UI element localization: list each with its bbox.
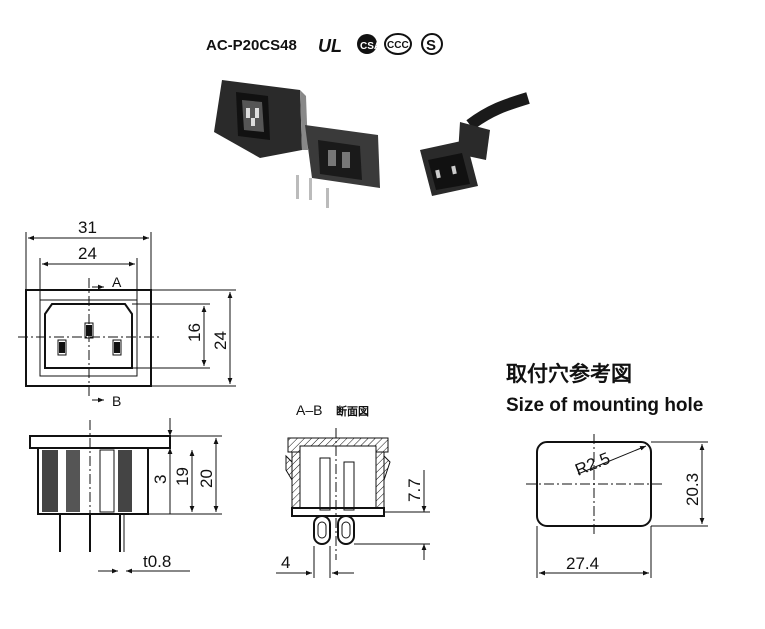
pin-right [112, 339, 122, 356]
dim-overall-width: 31 [78, 218, 97, 237]
header: AC-P20CS48 UL CSA CCC S [206, 33, 443, 56]
dim-radius: R2.5 [572, 449, 612, 480]
dim-width: 27.4 [566, 554, 599, 573]
dim-overall-height: 24 [211, 331, 230, 350]
dim-depth: 7.7 [405, 478, 424, 502]
mounting-title-cjk: 取付穴参考図 [506, 362, 632, 386]
svg-text:CSA: CSA [360, 41, 381, 52]
dim-height: 20.3 [683, 473, 702, 506]
s-mark-icon: S [421, 33, 443, 55]
front-view: 31 24 A B 16 24 [18, 218, 236, 409]
section-view: A–B 断面図 7.7 4 [276, 402, 430, 578]
photo-inlet-front [214, 80, 308, 158]
dim-bottom: 4 [281, 553, 290, 572]
dim-total: 20 [197, 469, 216, 488]
section-mark-a: A [112, 274, 122, 290]
dim-flange: 3 [151, 475, 170, 484]
photo-inlet-rear [296, 125, 380, 208]
side-view: 3 19 20 t0.8 [29, 418, 222, 574]
ul-mark-icon: UL [318, 36, 342, 56]
mounting-hole: 取付穴参考図 Size of mounting hole R2.5 20.3 2… [506, 362, 708, 578]
dim-inner-height: 16 [185, 323, 204, 342]
section-title: A–B [296, 402, 322, 418]
ccc-mark-icon: CCC [384, 33, 412, 55]
model-number: AC-P20CS48 [206, 37, 297, 54]
svg-text:S: S [426, 37, 436, 54]
section-mark-b: B [112, 393, 121, 409]
svg-text:CCC: CCC [387, 40, 409, 51]
side-flange [29, 435, 171, 449]
pin-left [57, 339, 67, 356]
dim-pin-thickness: t0.8 [143, 552, 171, 571]
svg-text:UL: UL [318, 36, 342, 56]
dim-body: 19 [173, 467, 192, 486]
dim-inner-width: 24 [78, 244, 97, 263]
photo-cord-connector [420, 92, 530, 196]
mounting-title-en: Size of mounting hole [506, 395, 703, 416]
csa-mark-icon: CSA [357, 34, 381, 54]
section-title-cjk: 断面図 [336, 404, 369, 418]
